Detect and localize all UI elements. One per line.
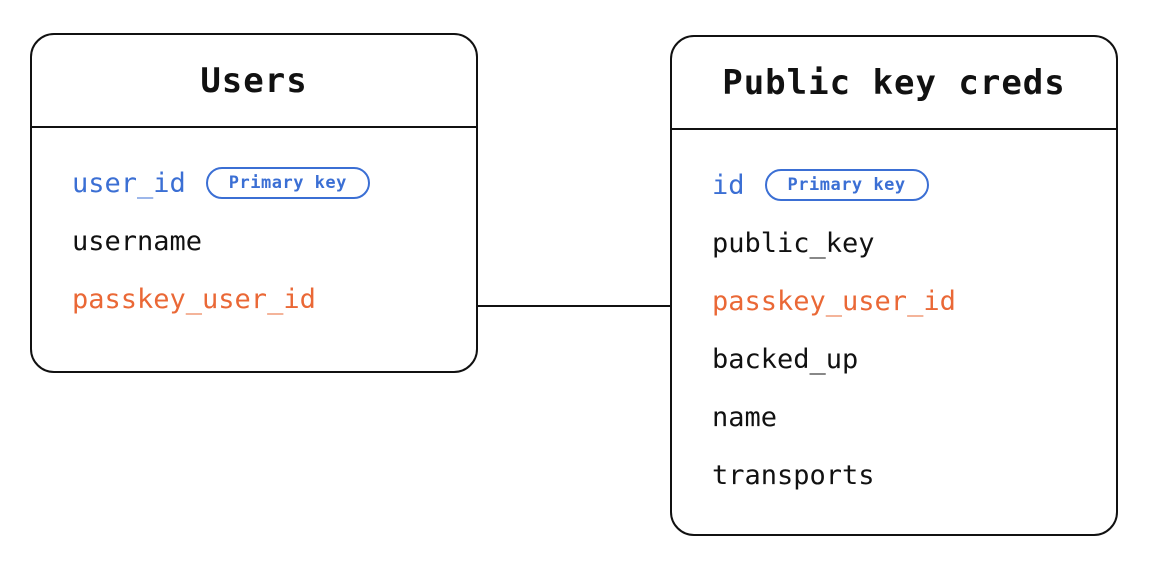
field-name-user-id: user_id	[72, 167, 186, 199]
field-name-passkey-user-id: passkey_user_id	[712, 285, 956, 317]
entity-box-users[interactable]: Users user_id Primary key username passk…	[30, 33, 478, 373]
field-name-id: id	[712, 169, 745, 201]
field-list-users: user_id Primary key username passkey_use…	[32, 128, 476, 328]
field-row-id[interactable]: id Primary key	[712, 156, 1116, 214]
field-name-username: username	[72, 225, 203, 257]
field-list-public-key-creds: id Primary key public_key passkey_user_i…	[672, 130, 1116, 504]
primary-key-badge: Primary key	[205, 167, 370, 199]
entity-title-users: Users	[200, 60, 308, 101]
entity-header-users: Users	[32, 35, 476, 128]
field-name-passkey-user-id: passkey_user_id	[72, 283, 316, 315]
field-name-transports: transports	[712, 459, 875, 491]
field-row-username[interactable]: username	[72, 212, 476, 270]
field-row-name[interactable]: name	[712, 388, 1116, 446]
field-name-public-key: public_key	[712, 227, 875, 259]
field-row-passkey-user-id[interactable]: passkey_user_id	[712, 272, 1116, 330]
field-row-backed-up[interactable]: backed_up	[712, 330, 1116, 388]
field-row-public-key[interactable]: public_key	[712, 214, 1116, 272]
field-row-user-id[interactable]: user_id Primary key	[72, 154, 476, 212]
field-row-transports[interactable]: transports	[712, 446, 1116, 504]
field-row-passkey-user-id[interactable]: passkey_user_id	[72, 270, 476, 328]
primary-key-badge: Primary key	[764, 169, 929, 201]
entity-header-public-key-creds: Public key creds	[672, 37, 1116, 130]
field-name-name: name	[712, 401, 778, 433]
relationship-connector-line	[478, 305, 670, 307]
entity-title-public-key-creds: Public key creds	[722, 62, 1066, 103]
field-name-backed-up: backed_up	[712, 343, 859, 375]
entity-box-public-key-creds[interactable]: Public key creds id Primary key public_k…	[670, 35, 1118, 536]
